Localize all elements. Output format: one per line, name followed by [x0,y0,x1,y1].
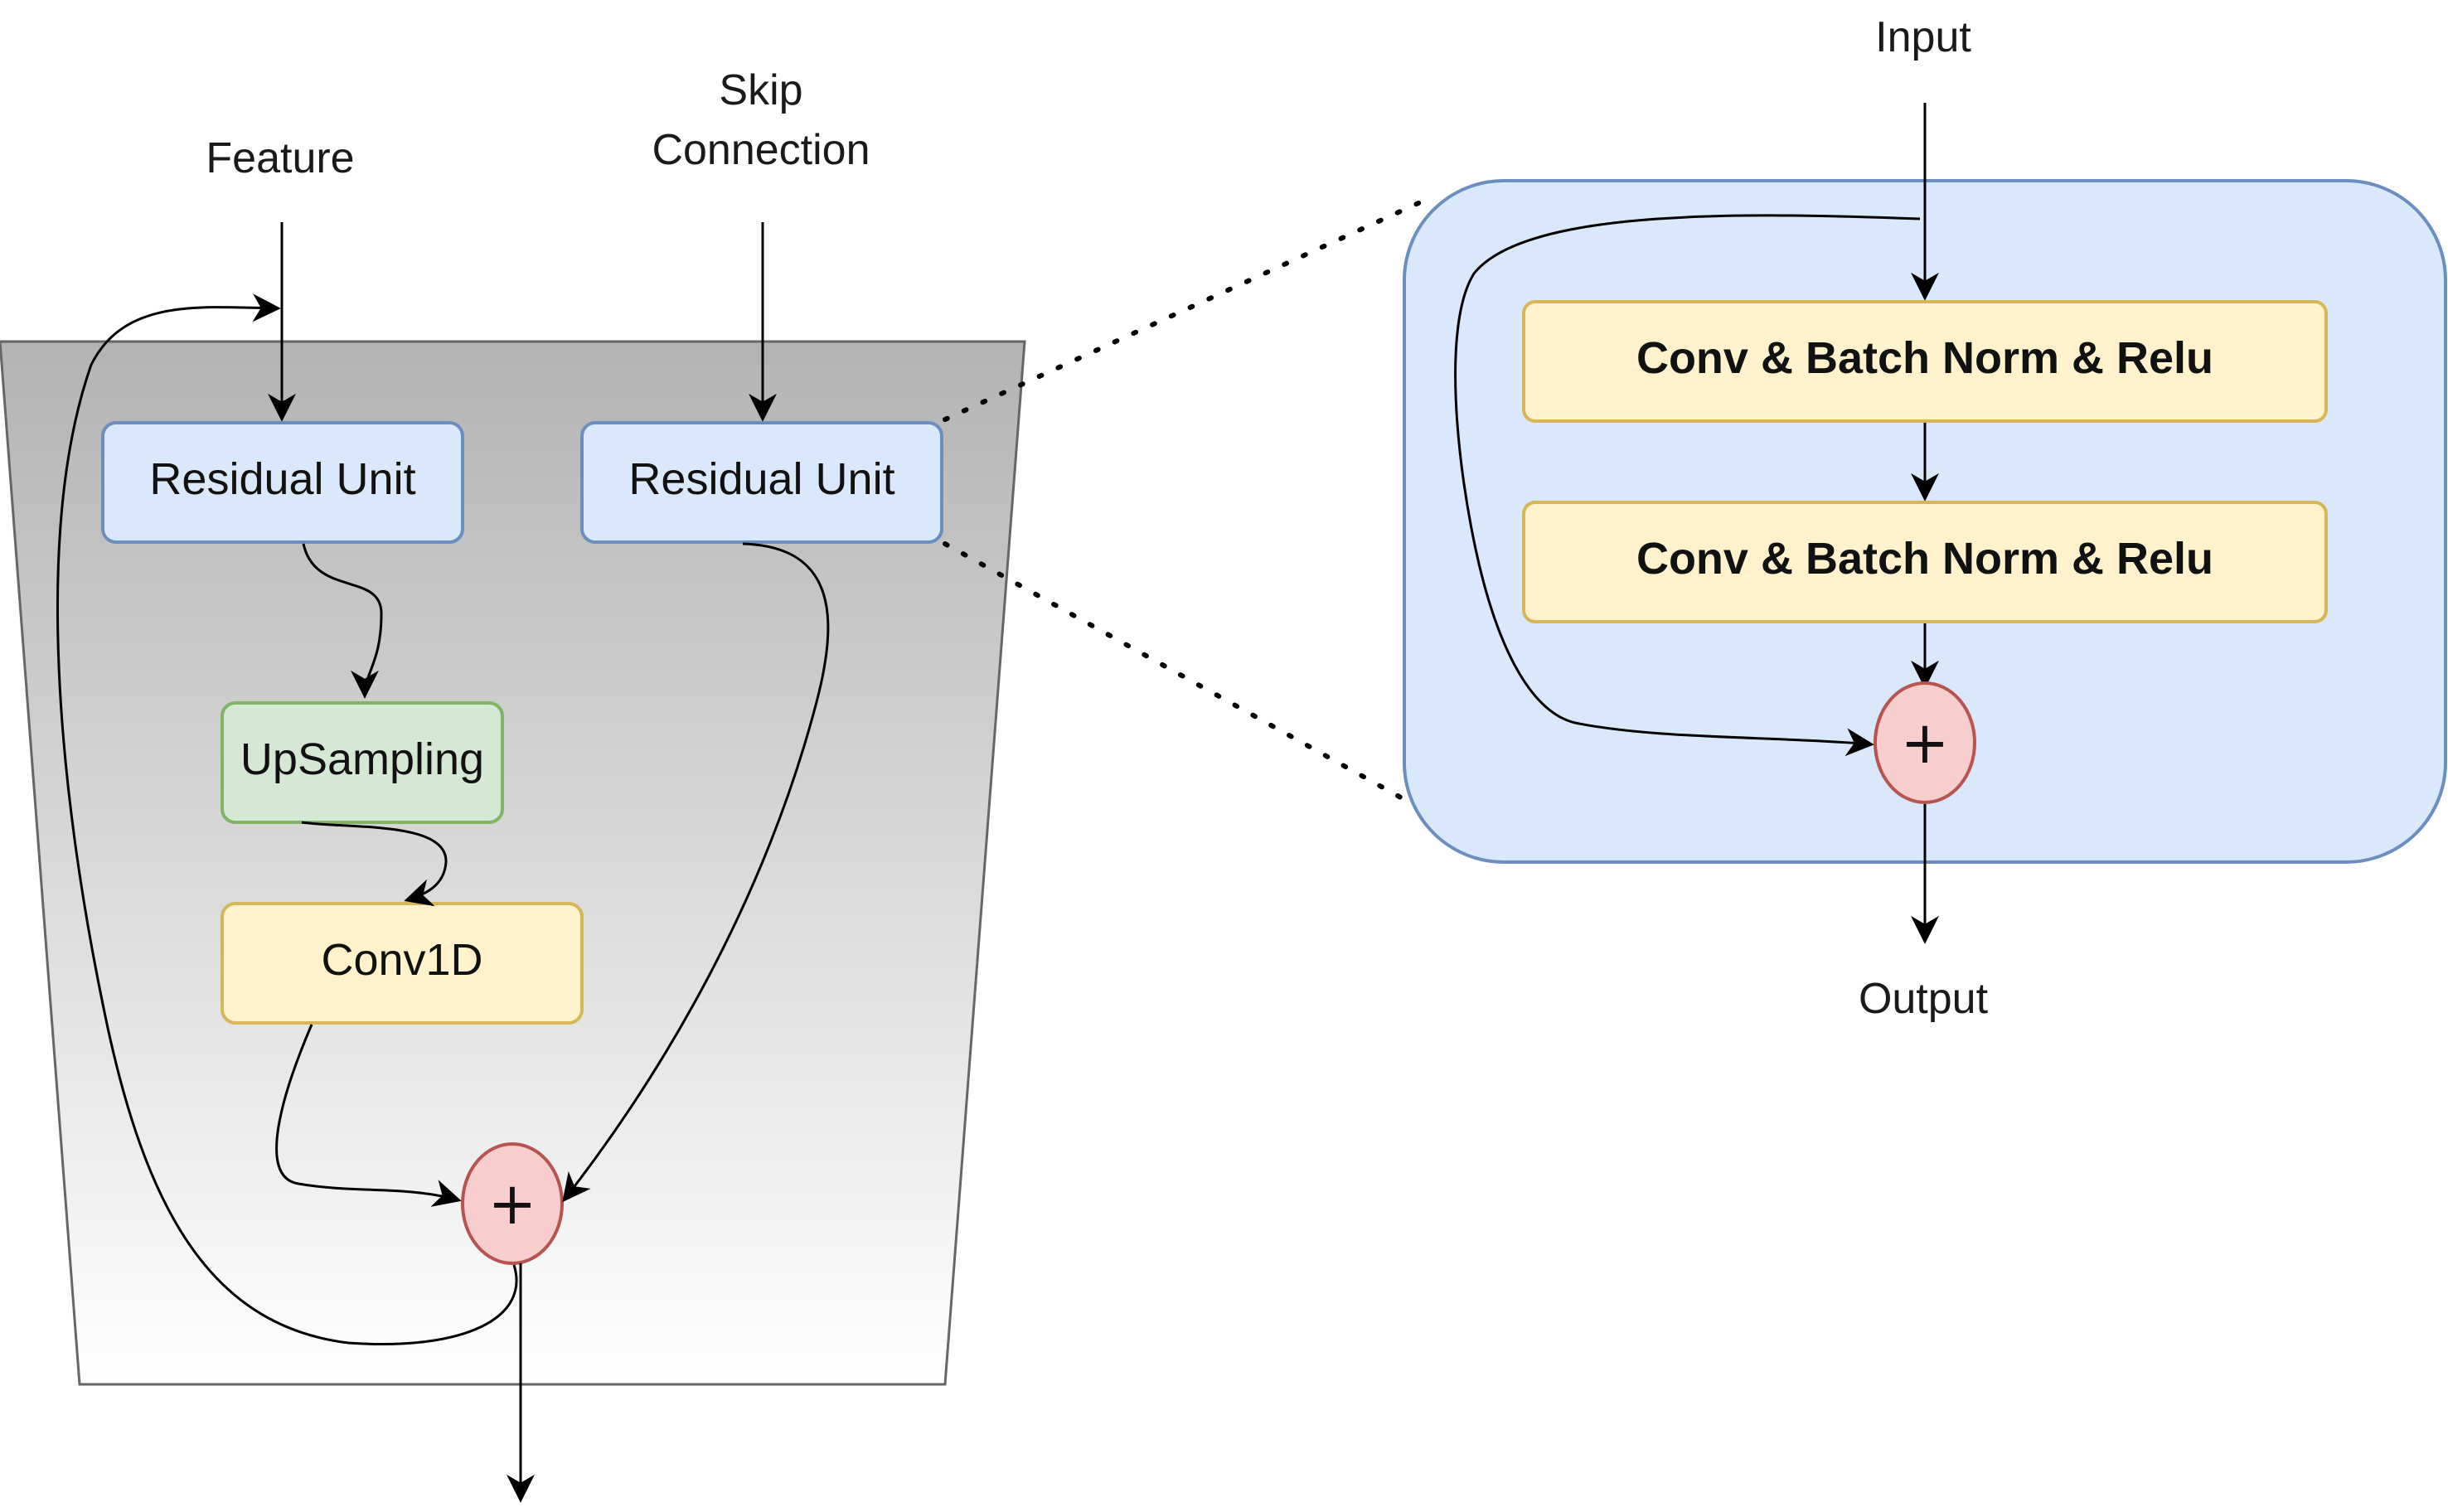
conv-bn-relu-layer-2: Conv & Batch Norm & Relu [1522,501,2328,623]
conv-bn-relu-layer-1: Conv & Batch Norm & Relu [1522,300,2328,423]
conv-bn-relu-layer-2-label: Conv & Batch Norm & Relu [1636,534,2213,584]
conv1d-to-sum-edge [275,1024,462,1207]
residual-unit-detail: Input Conv & Batch Norm & Relu Conv & Ba… [1403,13,2447,1023]
residual-unit-right: Residual Unit [580,421,943,544]
upsampling-label: UpSampling [240,734,484,784]
decoder-block: Feature Skip Connection Residual Unit Re… [0,66,1026,1503]
feature-label: Feature [206,134,354,182]
skip-connection-label-line2: Connection [652,126,870,174]
residual-unit-right-label: Residual Unit [628,454,894,504]
detail-sum-node: + [1874,681,1976,804]
skip-residual-to-sum-edge [562,542,830,1203]
conv-bn-relu-layer-1-label: Conv & Batch Norm & Relu [1636,333,2213,383]
sum-feedback-loop-edge [56,293,518,1346]
zoom-line-bottom [943,541,1430,815]
residual-unit-left-label: Residual Unit [149,454,415,504]
decoder-sum-node: + [461,1142,564,1265]
skip-connection-label-line1: Skip [719,66,802,114]
upsampling-block: UpSampling [221,701,504,824]
output-label: Output [1859,975,1989,1023]
residual-to-upsampling-edge [302,543,383,699]
decoder-sum-symbol: + [488,1170,537,1238]
residual-unit-left: Residual Unit [101,421,464,544]
detail-skip-connection-edge [1454,214,1921,757]
detail-sum-symbol: + [1901,709,1950,777]
decoder-trapezoid [0,340,1026,1386]
conv1d-block: Conv1D [221,902,584,1025]
upsampling-to-conv1d-edge [301,821,448,907]
conv1d-label: Conv1D [321,935,482,985]
input-label: Input [1875,13,1971,61]
